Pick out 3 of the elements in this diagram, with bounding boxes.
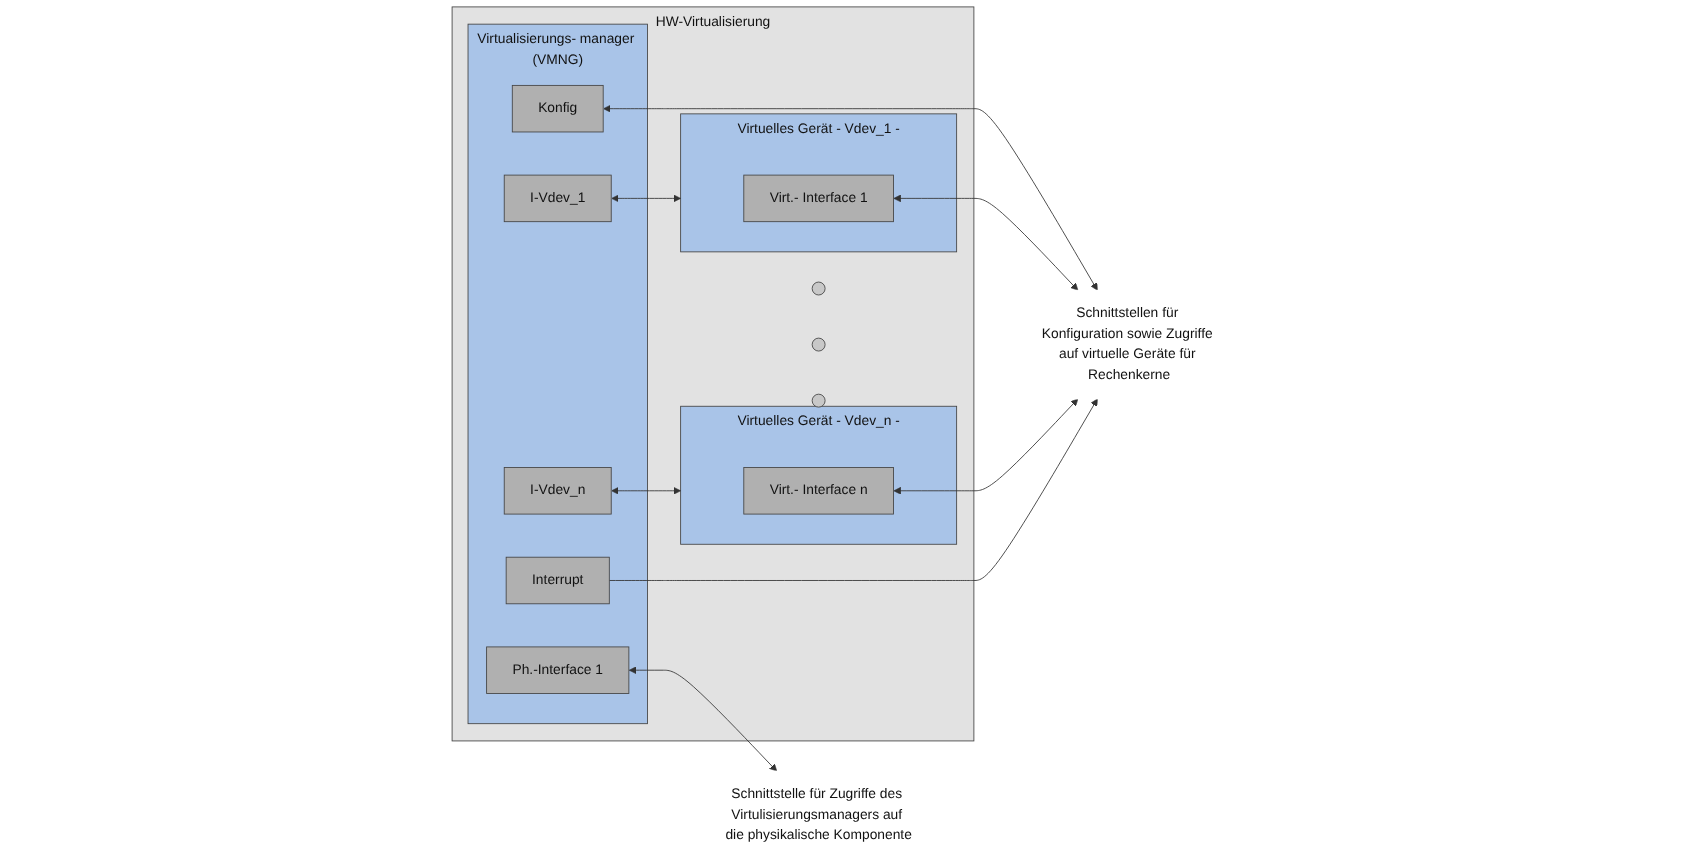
node-circle [811, 393, 826, 408]
node-circle [811, 337, 826, 352]
node-circle [811, 281, 826, 296]
